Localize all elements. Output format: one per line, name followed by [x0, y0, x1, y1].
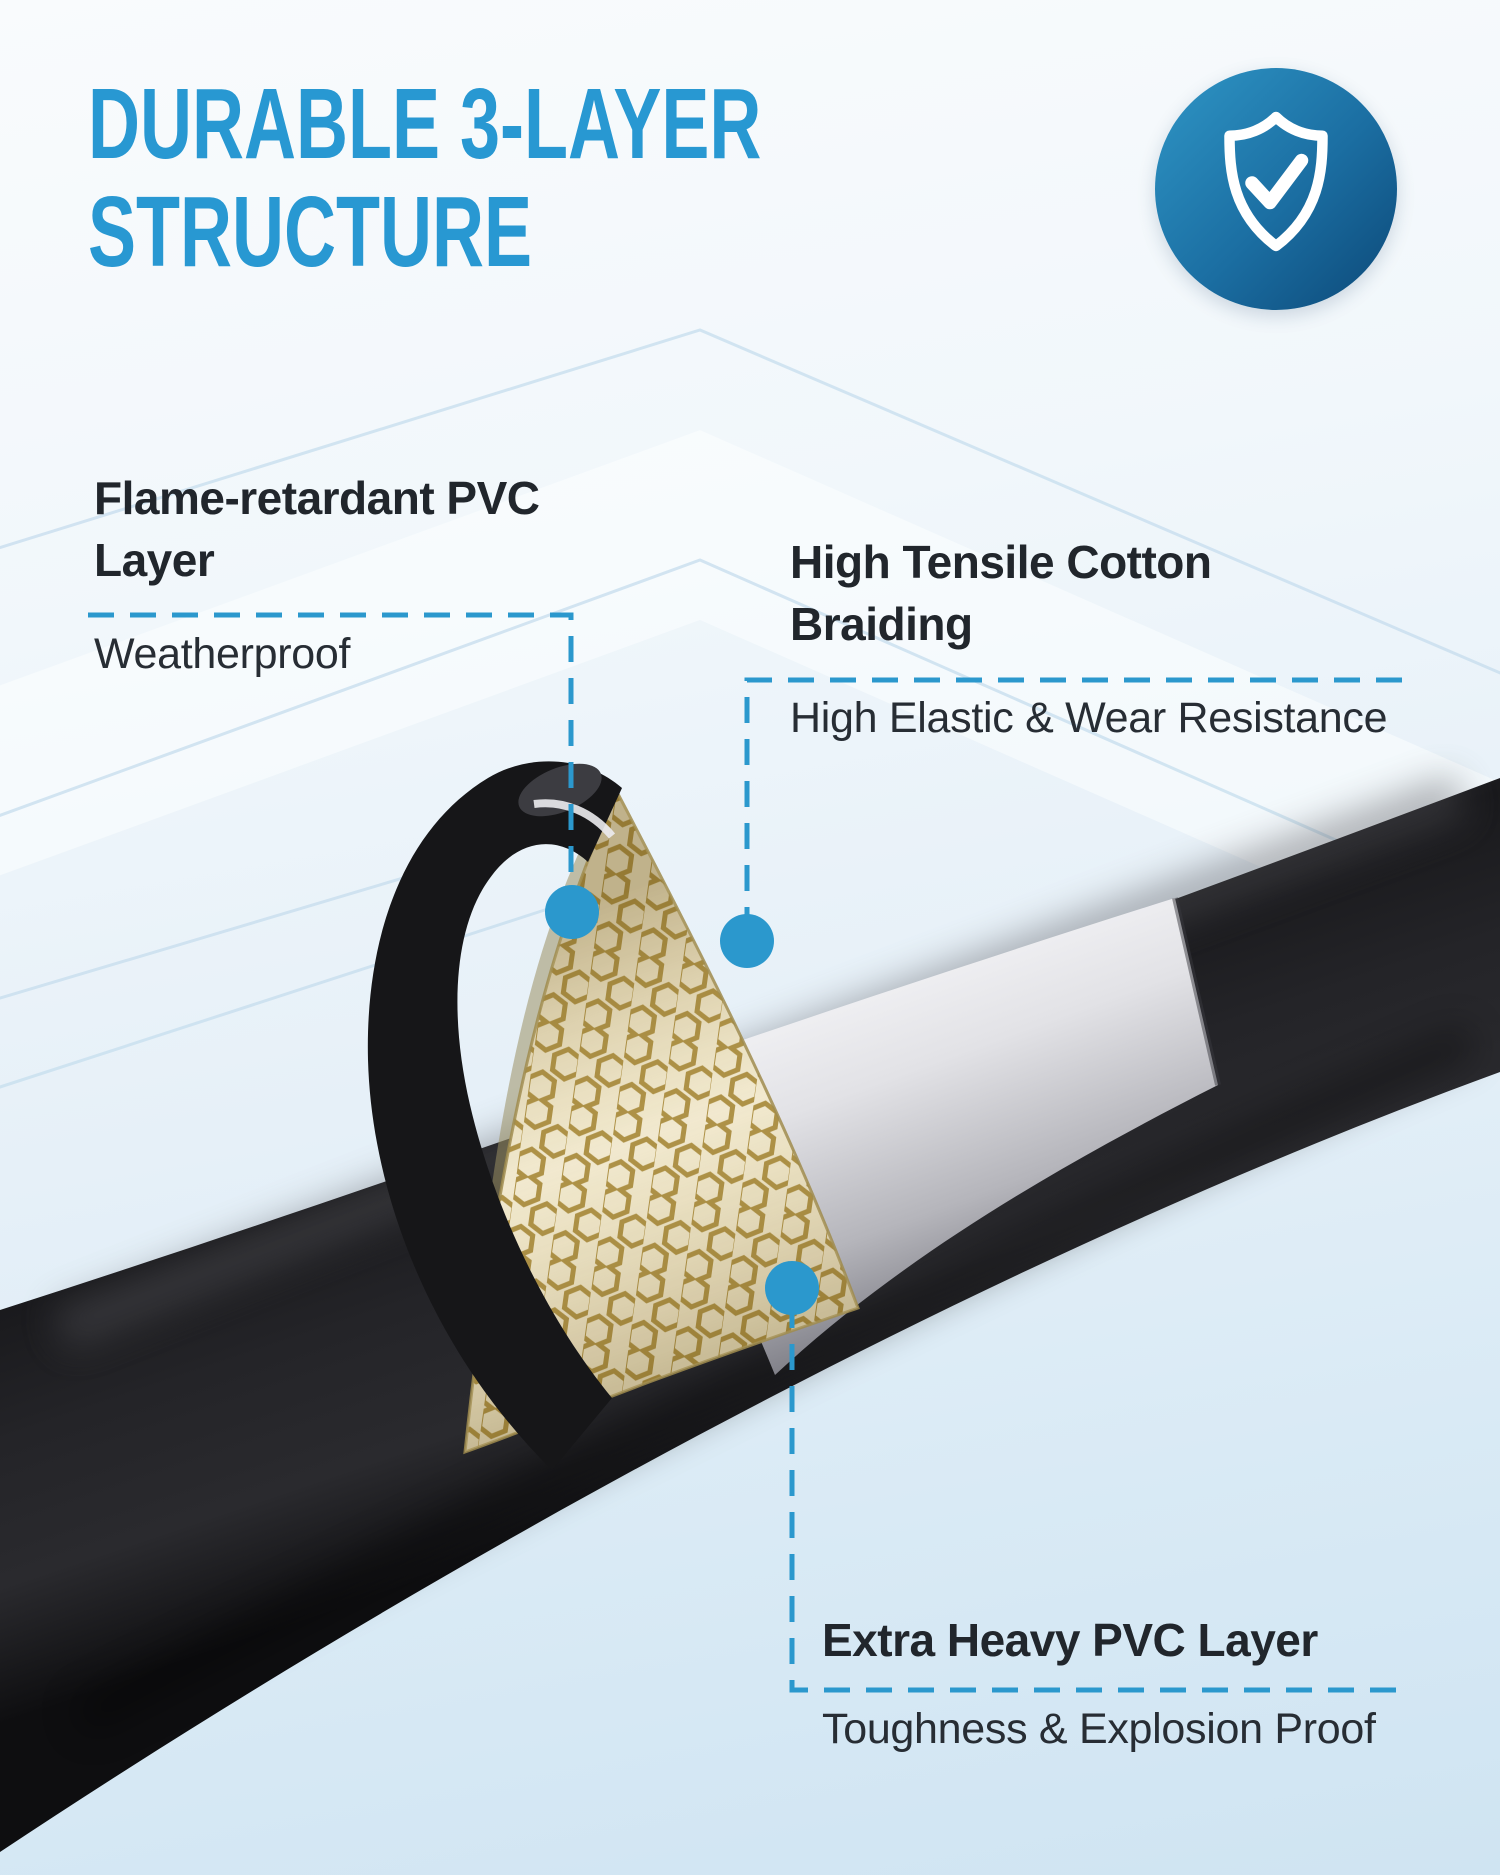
peeled-outer-layer-curl: [367, 761, 622, 1470]
page-title-line1: DURABLE 3-LAYER: [88, 68, 762, 180]
page-title: DURABLE 3-LAYER STRUCTURE: [88, 70, 761, 286]
page-title-line2: STRUCTURE: [88, 176, 532, 288]
callout-pvc-layer-title-line2: Layer: [94, 534, 215, 586]
callout-pvc-layer-title: Flame-retardant PVC Layer: [94, 467, 540, 591]
callout-braiding-title-line1: High Tensile Cotton: [790, 536, 1212, 588]
marker-dot-pvc-layer: [545, 885, 599, 939]
callout-pvc-layer-subtitle: Weatherproof: [94, 630, 351, 678]
connector-line-braiding: [744, 677, 1402, 923]
callout-braiding-subtitle: High Elastic & Wear Resistance: [790, 694, 1388, 742]
connector-line-pvc-layer: [88, 612, 574, 900]
marker-dot-heavy-pvc: [765, 1261, 819, 1315]
callout-braiding-title-line2: Braiding: [790, 598, 973, 650]
marker-dot-braiding: [720, 914, 774, 968]
callout-heavy-pvc-title-line1: Extra Heavy PVC Layer: [822, 1614, 1318, 1666]
callout-heavy-pvc-subtitle: Toughness & Explosion Proof: [822, 1705, 1376, 1753]
callout-heavy-pvc-title: Extra Heavy PVC Layer: [822, 1609, 1318, 1671]
shield-check-icon: [1201, 105, 1351, 273]
quality-badge: [1155, 68, 1397, 310]
cotton-braiding-mesh: [463, 788, 860, 1455]
callout-braiding-title: High Tensile Cotton Braiding: [790, 531, 1212, 655]
callout-pvc-layer-title-line1: Flame-retardant PVC: [94, 472, 540, 524]
connector-line-heavy-pvc: [789, 1302, 1412, 1693]
